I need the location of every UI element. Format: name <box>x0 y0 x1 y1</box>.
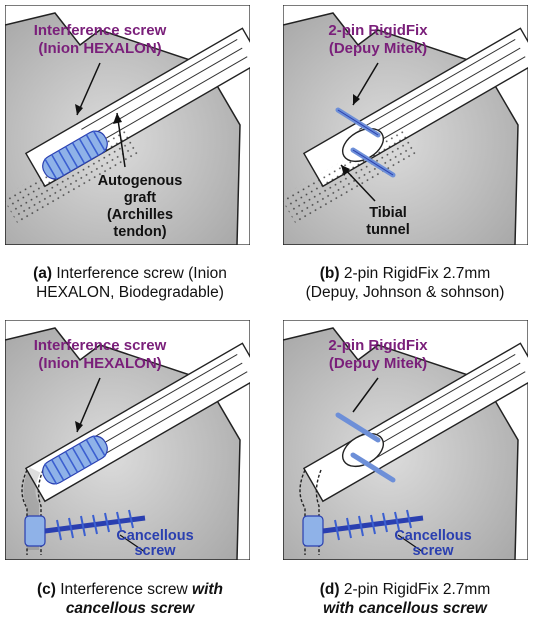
caption-tag: (d) <box>320 581 340 598</box>
panel-c-illustration: Interference screw (Inion HEXALON) Cance… <box>5 320 250 560</box>
caption-tag: (a) <box>33 265 52 282</box>
caption-text-line2: cancellous screw <box>66 600 194 617</box>
label-cancellous-line1: Cancellous <box>116 528 193 544</box>
caption-emphasis: with <box>192 581 223 598</box>
label-cancellous-line1: Cancellous <box>394 528 471 544</box>
caption-text-line2: (Depuy, Johnson & sohnson) <box>306 284 505 301</box>
caption-d: (d) 2-pin RigidFix 2.7mm with cancellous… <box>275 580 535 618</box>
caption-tag: (b) <box>320 265 340 282</box>
label-graft-line2: graft <box>124 190 156 206</box>
panel-a-illustration: Interference screw (Inion HEXALON) Autog… <box>5 5 250 245</box>
label-tunnel-line2: tunnel <box>366 222 410 238</box>
label-title-line1: 2-pin RigidFix <box>328 22 428 39</box>
label-title-line1: Interference screw <box>34 337 167 354</box>
panel-d-illustration: 2-pin RigidFix (Depuy Mitek) Cancellous … <box>283 320 528 560</box>
label-graft-line1: Autogenous <box>98 173 183 189</box>
caption-text-line2: HEXALON, Biodegradable) <box>36 284 224 301</box>
label-graft-line4: tendon) <box>113 224 166 240</box>
caption-text: Interference screw (Inion <box>52 265 227 282</box>
caption-text-line2: with cancellous screw <box>323 600 487 617</box>
label-title-line2: (Depuy Mitek) <box>329 40 427 57</box>
label-title-line2: (Inion HEXALON) <box>38 40 161 57</box>
caption-text: Interference screw <box>56 581 192 598</box>
label-cancellous-line2: screw <box>134 543 176 559</box>
label-title-line1: Interference screw <box>34 22 167 39</box>
caption-b: (b) 2-pin RigidFix 2.7mm (Depuy, Johnson… <box>275 264 535 302</box>
caption-text: 2-pin RigidFix 2.7mm <box>340 265 491 282</box>
label-title-line2: (Inion HEXALON) <box>38 355 161 372</box>
label-title-line1: 2-pin RigidFix <box>328 337 428 354</box>
caption-tag: (c) <box>37 581 56 598</box>
panel-b-illustration: 2-pin RigidFix (Depuy Mitek) Tibial tunn… <box>283 5 528 245</box>
caption-text: 2-pin RigidFix 2.7mm <box>340 581 491 598</box>
caption-a: (a) Interference screw (Inion HEXALON, B… <box>0 264 260 302</box>
label-graft-line3: (Archilles <box>107 207 173 223</box>
label-title-line2: (Depuy Mitek) <box>329 355 427 372</box>
caption-c: (c) Interference screw with cancellous s… <box>0 580 260 618</box>
label-tunnel-line1: Tibial <box>369 205 407 221</box>
label-cancellous-line2: screw <box>412 543 454 559</box>
